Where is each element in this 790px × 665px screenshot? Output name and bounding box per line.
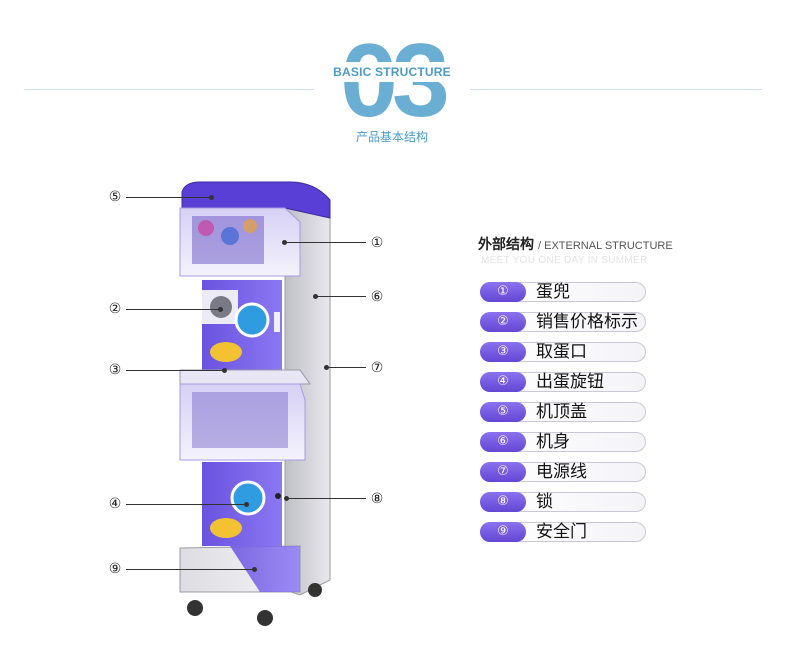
callout-number: ⑥	[370, 289, 384, 305]
lower-capsule-window	[179, 383, 306, 461]
gashapon-machine-illustration	[179, 181, 331, 626]
upper-knob-icon	[234, 302, 270, 338]
callout-line	[317, 296, 366, 297]
callout-dot	[313, 294, 318, 299]
callout-dot	[324, 365, 329, 370]
legend-label: 出蛋旋钮	[536, 372, 604, 392]
legend-label: 销售价格标示	[536, 312, 638, 332]
legend-item: ② 销售价格标示	[480, 312, 646, 332]
lower-knob-icon	[230, 480, 266, 516]
legend-title-en: / EXTERNAL STRUCTURE	[538, 240, 673, 252]
legend-badge: ③	[480, 342, 526, 362]
legend-badge: ⑨	[480, 522, 526, 542]
callout-dot	[252, 567, 257, 572]
callout-number: ④	[108, 496, 122, 512]
legend-badge: ⑤	[480, 402, 526, 422]
callout-line	[126, 569, 254, 570]
upper-exit-cup	[210, 342, 242, 362]
callout-dot	[222, 368, 227, 373]
callout-number: ②	[108, 301, 122, 317]
section-title-en: BASIC STRUCTURE	[330, 62, 454, 82]
legend-subtitle: MEET YOU ONE DAY IN SUMMER	[481, 255, 648, 266]
callout-number: ⑧	[370, 491, 384, 507]
callout-dot	[218, 307, 223, 312]
legend-title: 外部结构 / EXTERNAL STRUCTURE	[478, 234, 673, 254]
legend-label: 取蛋口	[536, 342, 587, 362]
legend-label: 机顶盖	[536, 402, 587, 422]
legend-item: ③ 取蛋口	[480, 342, 646, 362]
legend-item: ⑧ 锁	[480, 492, 646, 512]
legend-badge: ①	[480, 282, 526, 302]
callout-number: ⑤	[108, 189, 122, 205]
machine-top-cap	[181, 181, 331, 219]
legend-label: 机身	[536, 432, 570, 452]
header-divider-right	[470, 89, 762, 90]
callout-number: ⑨	[108, 561, 122, 577]
legend-item: ① 蛋兜	[480, 282, 646, 302]
callout-dot	[284, 496, 289, 501]
callout-number: ③	[108, 362, 122, 378]
legend-label: 锁	[536, 492, 553, 512]
legend-item: ⑦ 电源线	[480, 462, 646, 482]
callout-dot	[244, 502, 249, 507]
wheel-icon	[187, 600, 203, 616]
legend-badge: ④	[480, 372, 526, 392]
legend-item: ⑨ 安全门	[480, 522, 646, 542]
callout-dot	[209, 195, 214, 200]
legend-badge: ⑧	[480, 492, 526, 512]
lock-icon	[275, 493, 281, 499]
callout-line	[126, 370, 224, 371]
legend-item: ⑥ 机身	[480, 432, 646, 452]
legend-label: 蛋兜	[536, 282, 570, 302]
callout-dot	[282, 240, 287, 245]
callout-line	[288, 498, 366, 499]
section-title-cn: 产品基本结构	[355, 130, 428, 144]
legend-label: 安全门	[536, 522, 587, 542]
callout-number: ①	[370, 235, 384, 251]
legend-badge: ⑦	[480, 462, 526, 482]
callout-number: ⑦	[370, 360, 384, 376]
lower-exit-cup	[210, 518, 242, 538]
legend-label: 电源线	[536, 462, 587, 482]
legend-badge: ②	[480, 312, 526, 332]
legend-badge: ⑥	[480, 432, 526, 452]
header-divider-left	[24, 89, 314, 90]
callout-line	[126, 504, 246, 505]
legend-item: ④ 出蛋旋钮	[480, 372, 646, 392]
legend-item: ⑤ 机顶盖	[480, 402, 646, 422]
callout-line	[328, 367, 366, 368]
callout-line	[126, 309, 220, 310]
legend-title-cn: 外部结构	[478, 237, 534, 253]
callout-line	[126, 197, 212, 198]
callout-line	[286, 242, 366, 243]
